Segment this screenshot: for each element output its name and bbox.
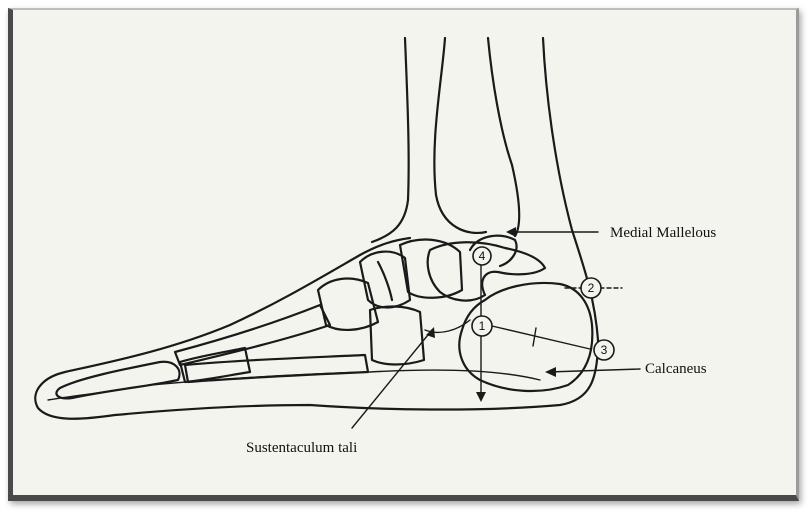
marker-3: 3 bbox=[594, 340, 614, 360]
axis-arrowhead bbox=[476, 392, 486, 402]
svg-text:4: 4 bbox=[479, 249, 486, 263]
marker-4: 4 bbox=[473, 247, 491, 265]
label-calcaneus: Calcaneus bbox=[645, 361, 707, 377]
svg-text:3: 3 bbox=[601, 343, 608, 357]
label-sustentaculum-tali: Sustentaculum tali bbox=[246, 440, 357, 456]
label-medial-malleolus: Medial Mallelous bbox=[610, 225, 716, 241]
arrow-calcaneus bbox=[545, 367, 640, 377]
svg-text:2: 2 bbox=[588, 281, 595, 295]
marker-2: 2 bbox=[581, 278, 601, 298]
arrow-medial-malleolus bbox=[506, 227, 598, 237]
tarsal-bones bbox=[318, 240, 462, 365]
svg-text:1: 1 bbox=[479, 319, 486, 333]
marker-1: 1 bbox=[472, 316, 492, 336]
arrow-sustentaculum-tali bbox=[352, 327, 435, 428]
axis-line-1-3 bbox=[492, 326, 590, 349]
metatarsal-bones bbox=[175, 305, 368, 382]
